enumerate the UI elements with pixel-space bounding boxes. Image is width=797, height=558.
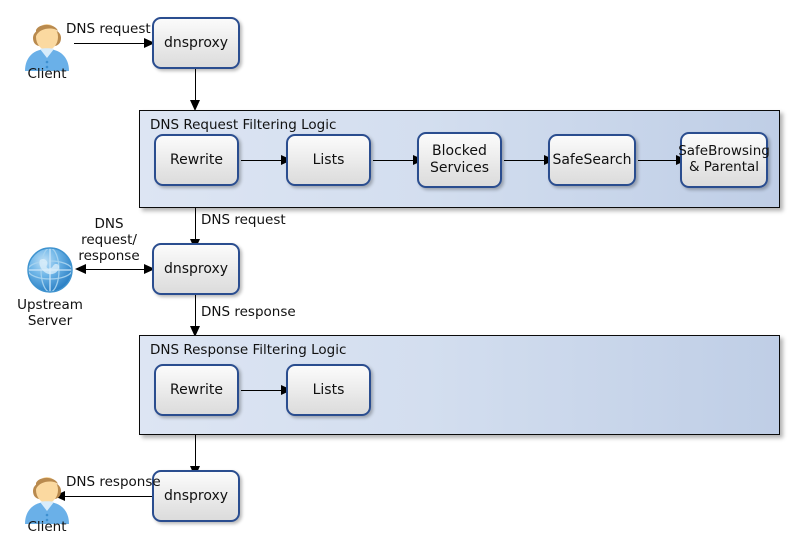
client-top-caption: Client [27, 66, 67, 82]
dnsproxy-middle[interactable]: dnsproxy [152, 243, 240, 295]
dnsproxy-bottom[interactable]: dnsproxy [152, 470, 240, 522]
connector-proxy-to-request-filter [195, 69, 196, 105]
connector-proxy-to-client [63, 496, 152, 497]
stage-rewrite-response[interactable]: Rewrite [154, 364, 239, 416]
arrowhead-proxy-to-request-filter [190, 100, 200, 111]
stage-lists-response[interactable]: Lists [286, 364, 371, 416]
stage-safebrowsing-parental[interactable]: SafeBrowsing & Parental [678, 132, 770, 188]
connector-response-filter-to-proxy [195, 435, 196, 471]
person-icon [20, 16, 74, 72]
dnsproxy-top[interactable]: dnsproxy [152, 17, 240, 69]
connector-blocked-services-to-safesearch [504, 160, 546, 161]
connector-request-filter-to-proxy [195, 208, 196, 244]
upstream-server-caption: Upstream Server [17, 297, 83, 330]
connector-proxy-to-response-filter [195, 295, 196, 331]
arrowhead-client-to-proxy [144, 37, 155, 48]
edge-label-client-to-proxy: DNS request [66, 21, 151, 37]
edge-label-upstream-exchange: DNS request/ response [78, 216, 140, 265]
connector-rewrite-to-lists-response [241, 390, 283, 391]
connector-client-to-proxy [74, 43, 146, 44]
connector-safesearch-to-safebrowsing [638, 160, 678, 161]
stage-safesearch[interactable]: SafeSearch [548, 134, 636, 186]
person-icon [20, 469, 74, 525]
globe-icon [24, 244, 76, 296]
stage-blocked-services[interactable]: Blocked Services [417, 132, 502, 188]
stage-rewrite-request[interactable]: Rewrite [154, 134, 239, 186]
arrowhead-to-proxy-middle [144, 263, 155, 274]
dns-request-filtering-logic-title: DNS Request Filtering Logic [150, 117, 337, 133]
connector-upstream-exchange [84, 269, 146, 270]
arrowhead-to-upstream [75, 263, 86, 274]
connector-lists-to-blocked-services [373, 160, 415, 161]
connector-rewrite-to-lists-request [241, 160, 283, 161]
edge-label-proxy-to-request-filter: DNS request [201, 212, 286, 228]
dns-response-filtering-logic-title: DNS Response Filtering Logic [150, 342, 347, 358]
stage-lists-request[interactable]: Lists [286, 134, 371, 186]
arrowhead-proxy-to-response-filter [190, 326, 200, 337]
edge-label-proxy-to-response-filter: DNS response [201, 304, 296, 320]
client-bottom-caption: Client [27, 519, 67, 535]
dns-response-filtering-logic-group: DNS Response Filtering Logic [139, 335, 780, 435]
edge-label-proxy-to-client: DNS response [66, 474, 161, 490]
